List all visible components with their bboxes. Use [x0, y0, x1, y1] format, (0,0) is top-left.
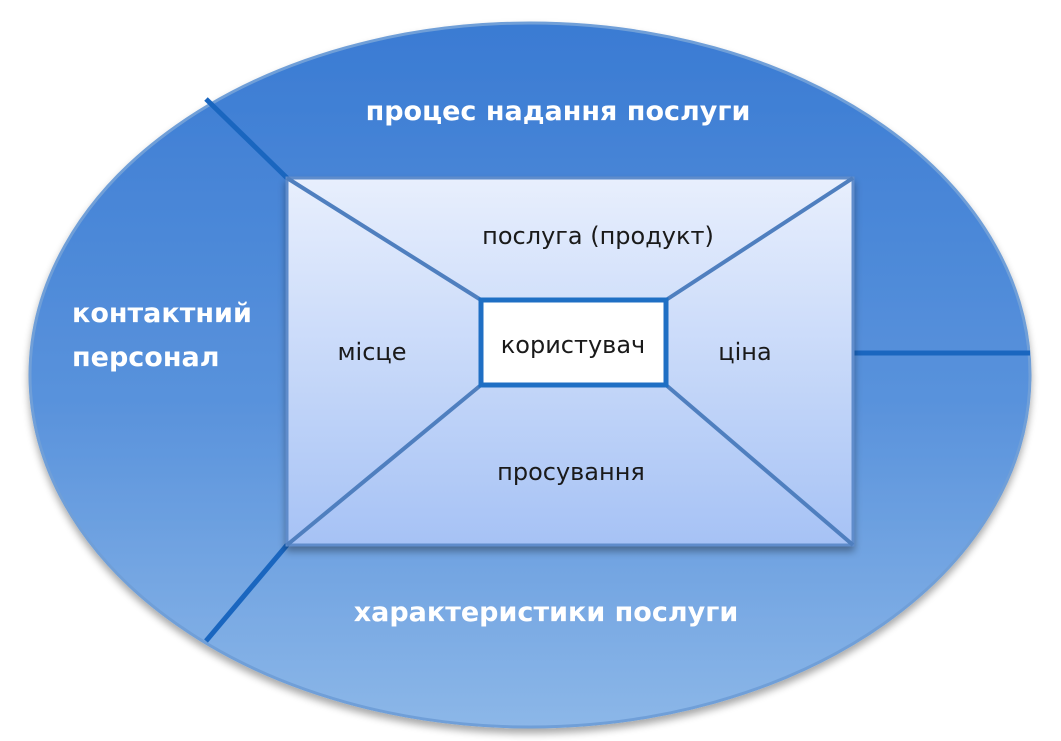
outer-label-left-line1: контактний — [72, 298, 252, 329]
diagonal-top-left — [285, 176, 483, 302]
divider-top-left — [204, 97, 289, 180]
center-box — [478, 297, 669, 388]
outer-label-left-line2: персонал — [72, 342, 220, 373]
divider-bottom-left — [204, 543, 289, 643]
outer-label-bottom: характеристики послуги — [354, 597, 739, 628]
diagonal-bottom-left — [285, 383, 483, 547]
diagonal-top-right — [664, 176, 855, 302]
diagonal-bottom-right — [664, 383, 855, 547]
inner-label-top: послуга (продукт) — [482, 222, 714, 250]
center-label: користувач — [501, 331, 645, 359]
inner-label-left: місце — [337, 338, 406, 366]
inner-label-bottom: просування — [497, 458, 645, 486]
inner-label-right: ціна — [718, 338, 771, 366]
outer-label-top: процес надання послуги — [366, 96, 751, 127]
